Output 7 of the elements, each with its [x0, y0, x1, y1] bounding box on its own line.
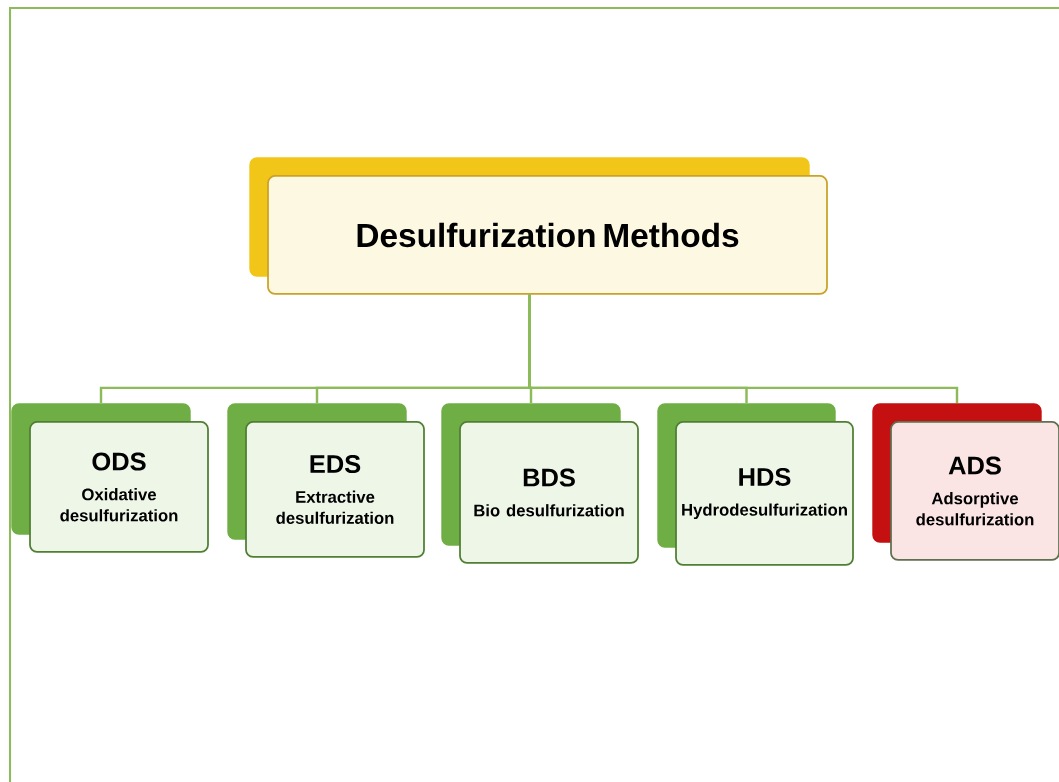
title-box: Desulfurization Methods	[249, 157, 828, 295]
method-box: HDS Hydrodesulfurization	[657, 403, 854, 566]
connector-line	[528, 294, 959, 404]
method-box: ADS Adsorptive desulfurization	[872, 403, 1059, 561]
method-box: ODS Oxidative desulfurization	[11, 403, 209, 553]
method-box: BDS Bio desulfurization	[441, 403, 639, 564]
method-box: EDS Extractive desulfurization	[227, 403, 425, 558]
